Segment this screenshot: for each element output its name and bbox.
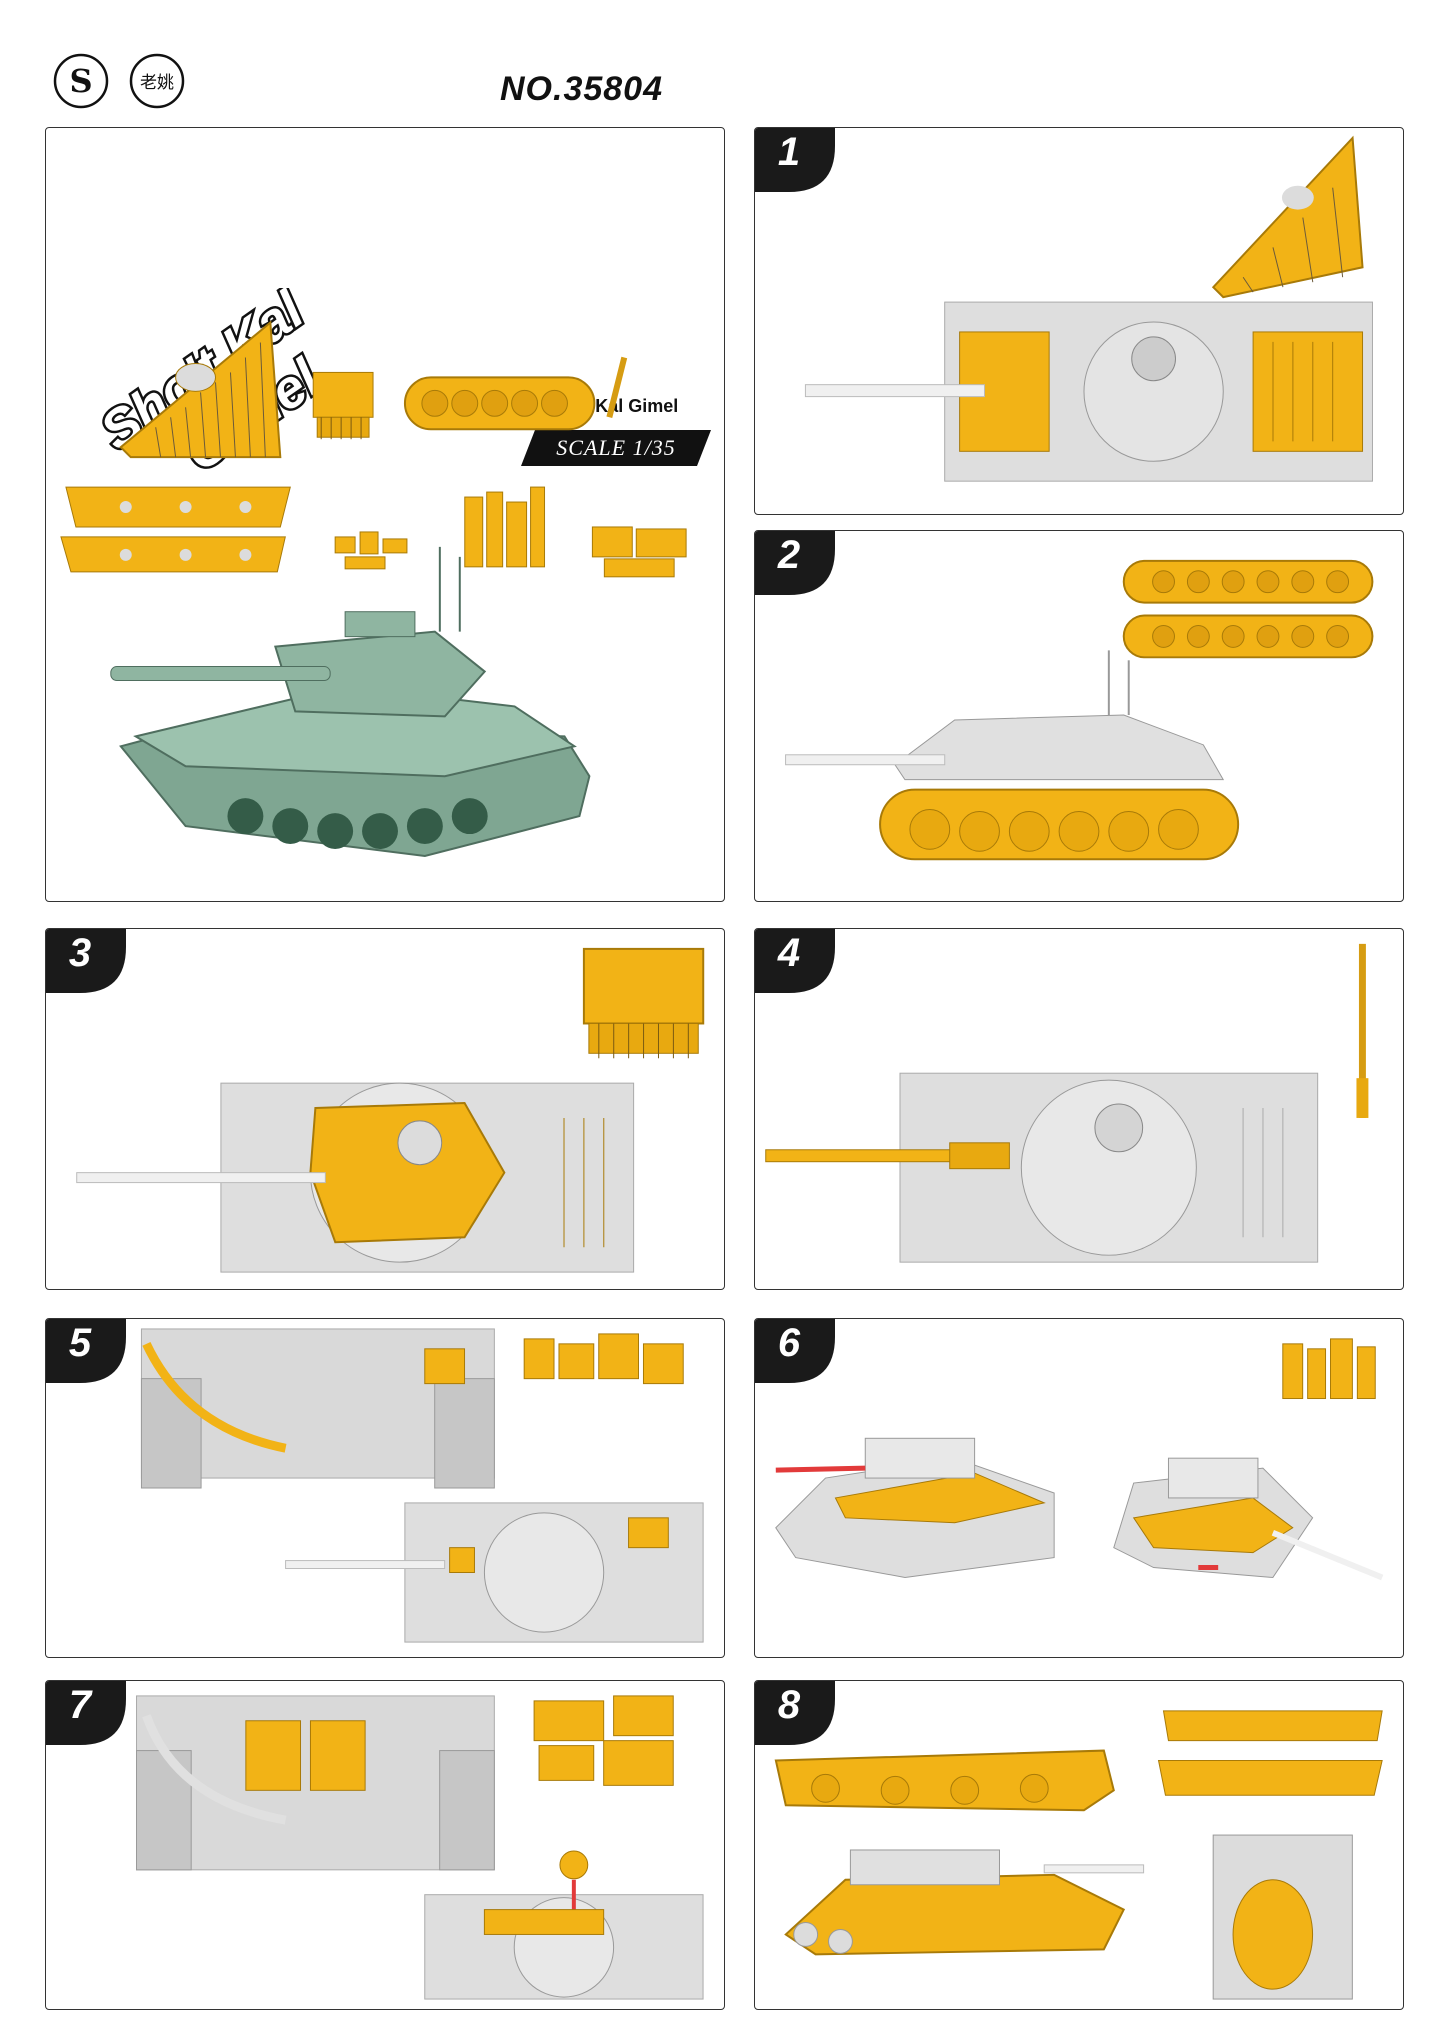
brand-logo-s: S <box>52 52 110 110</box>
step-panel-6: 6 <box>754 1318 1404 1658</box>
step-1-illustration <box>755 128 1403 514</box>
suspension-sprues <box>61 487 290 572</box>
step-panel-4: 4 <box>754 928 1404 1290</box>
small-parts-sprue-c <box>592 527 686 577</box>
step-badge-3: 3 <box>45 928 126 993</box>
step-panel-7: 7 <box>45 1680 725 2010</box>
step-5-illustration <box>46 1319 724 1657</box>
step-8-illustration <box>755 1681 1403 2009</box>
step-panel-1: 1 <box>754 127 1404 515</box>
step-2-illustration <box>755 531 1403 901</box>
small-parts-sprue-a <box>335 532 407 569</box>
barrel-part <box>609 357 624 417</box>
step-3-illustration <box>46 929 724 1289</box>
step-badge-1: 1 <box>754 127 835 192</box>
step-badge-4: 4 <box>754 928 835 993</box>
product-number: NO.35804 <box>500 70 663 109</box>
brand-logo-yao: 老姚 <box>128 52 186 110</box>
svg-text:老姚: 老姚 <box>140 73 174 93</box>
cover-parts-illustration <box>46 128 724 901</box>
assembled-tank-model <box>111 547 590 856</box>
step-4-illustration <box>755 929 1403 1289</box>
step-badge-8: 8 <box>754 1680 835 1745</box>
mesh-skirt-part <box>121 323 281 458</box>
step-badge-5: 5 <box>45 1318 126 1383</box>
step-badge-6: 6 <box>754 1318 835 1383</box>
svg-text:S: S <box>69 62 92 100</box>
turret-basket-part <box>313 372 373 439</box>
small-parts-sprue-b <box>465 487 545 567</box>
step-panel-2: 2 <box>754 530 1404 902</box>
track-part <box>405 377 594 429</box>
cover-panel: Sho't Kal Gimel Sho't Kal Gimel SCALE 1/… <box>45 127 725 902</box>
step-panel-5: 5 <box>45 1318 725 1658</box>
step-7-illustration <box>46 1681 724 2009</box>
step-panel-8: 8 <box>754 1680 1404 2010</box>
step-6-illustration <box>755 1319 1403 1657</box>
step-badge-2: 2 <box>754 530 835 595</box>
step-badge-7: 7 <box>45 1680 126 1745</box>
step-panel-3: 3 <box>45 928 725 1290</box>
